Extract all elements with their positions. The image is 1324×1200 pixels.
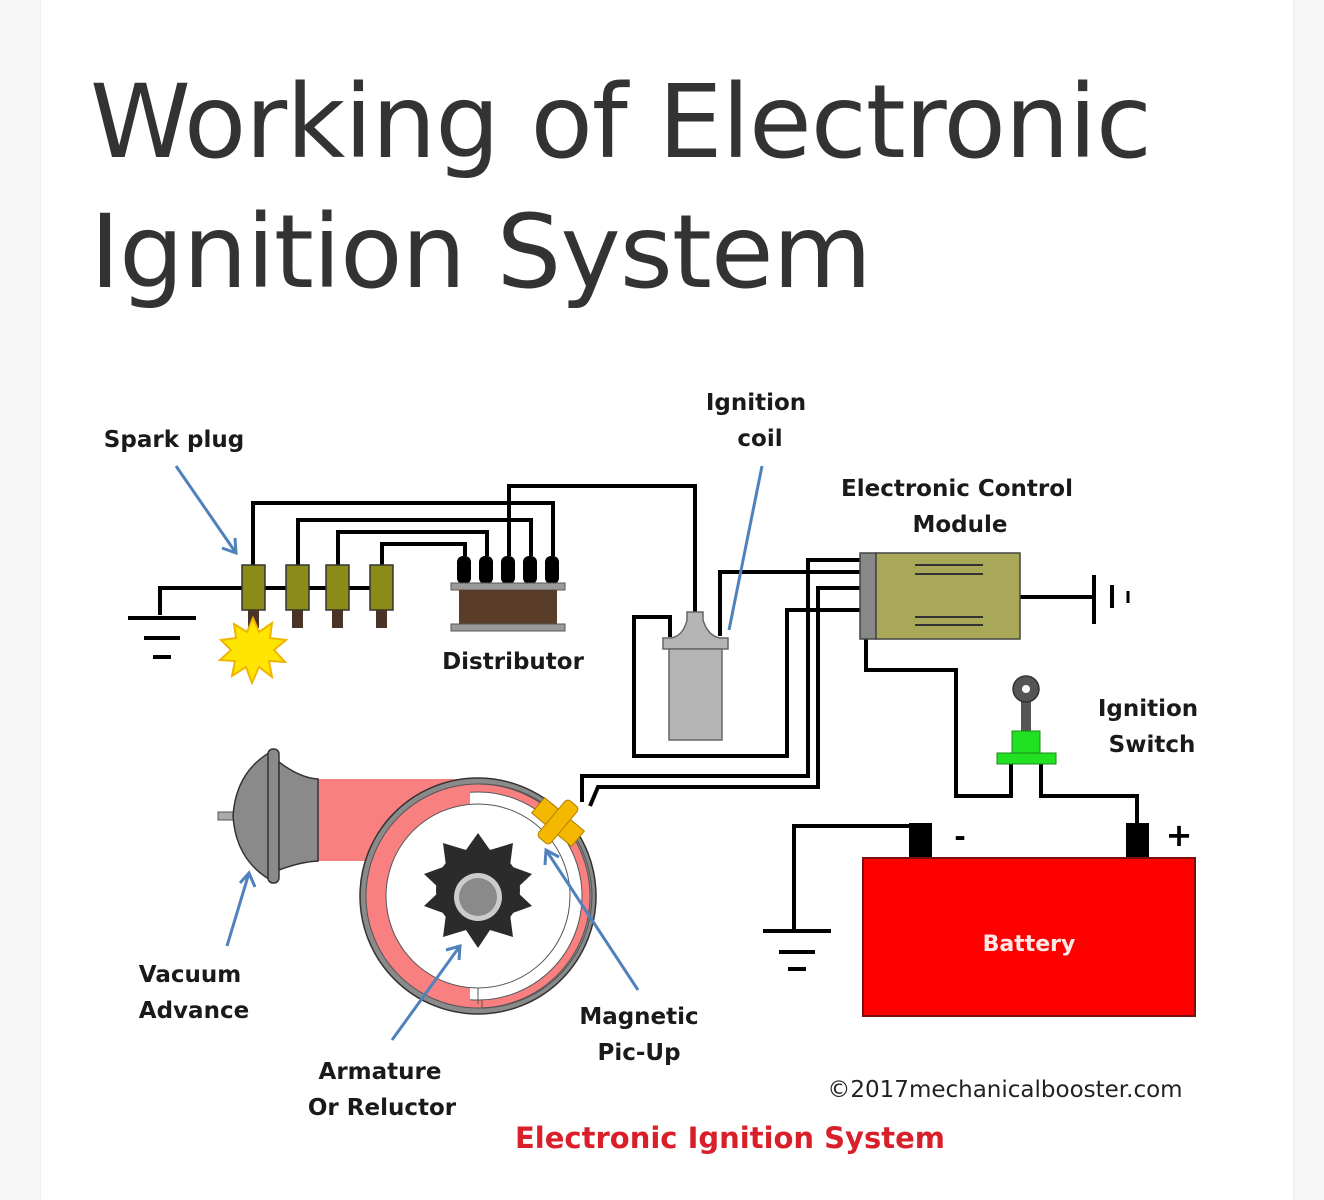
coil-primary-wire-1 bbox=[632, 608, 860, 758]
arrow-vacuum-advance bbox=[225, 870, 257, 947]
label-ecm-line1: Electronic Control bbox=[841, 476, 1073, 502]
label-vacuum-advance-line2: Advance bbox=[139, 998, 249, 1024]
label-ignition-coil-line1: Ignition bbox=[706, 390, 806, 416]
spark-plug-2 bbox=[285, 564, 310, 628]
title-line-1: Working of Electronic bbox=[90, 63, 1152, 182]
spark-plugs bbox=[241, 564, 394, 628]
pickup-wire-2 bbox=[588, 586, 860, 807]
diagram-caption: Electronic Ignition System bbox=[515, 1121, 945, 1155]
label-armature-line2: Or Reluctor bbox=[308, 1095, 457, 1121]
wires bbox=[158, 484, 1139, 930]
label-magnetic-pickup-line1: Magnetic bbox=[579, 1004, 698, 1030]
label-ignition-coil-line2: coil bbox=[737, 426, 782, 452]
magnetic-pickup bbox=[530, 796, 586, 848]
ignition-coil bbox=[662, 611, 729, 741]
spark-icon bbox=[217, 615, 289, 686]
label-magnetic-pickup-line2: Pic-Up bbox=[597, 1040, 680, 1066]
spark-plug-3 bbox=[325, 564, 350, 628]
spark-plug-ground-wire bbox=[158, 586, 390, 615]
title-line-2: Ignition System bbox=[90, 193, 872, 312]
battery bbox=[862, 823, 1196, 1017]
arrow-ignition-coil bbox=[727, 465, 764, 631]
coil-ht-lead bbox=[507, 484, 697, 612]
battery-positive-sign: + bbox=[1166, 816, 1193, 854]
plug-lead-4 bbox=[380, 542, 467, 566]
label-ecm-line2: Module bbox=[912, 512, 1007, 538]
battery-label: Battery bbox=[983, 932, 1076, 957]
plug-lead-1 bbox=[251, 501, 555, 566]
distributor-cap bbox=[450, 556, 566, 632]
coil-primary-wire-2 bbox=[718, 570, 860, 636]
ecm-to-switch-wire bbox=[864, 638, 1013, 798]
ground-symbol-battery bbox=[763, 929, 831, 971]
label-ignition-switch-line1: Ignition bbox=[1098, 696, 1198, 722]
armature-reluctor bbox=[424, 833, 532, 948]
page-title: Working of Electronic Ignition System bbox=[90, 58, 1290, 318]
plug-lead-2 bbox=[296, 518, 533, 566]
electronic-control-module bbox=[859, 552, 1021, 640]
battery-ground-wire bbox=[792, 824, 920, 930]
arrow-spark-plug bbox=[174, 465, 238, 556]
arrow-armature bbox=[390, 943, 462, 1041]
arrow-magnetic-pickup bbox=[543, 847, 640, 991]
battery-negative-sign: - bbox=[954, 820, 966, 853]
pointer-arrows bbox=[174, 465, 764, 1041]
label-distributor: Distributor bbox=[442, 649, 585, 675]
switch-to-battery-wire bbox=[1039, 760, 1139, 826]
ground-symbol-left bbox=[128, 616, 196, 659]
pickup-wire-1 bbox=[580, 558, 860, 802]
ground-symbol-ecm bbox=[1092, 575, 1130, 624]
ignition-switch bbox=[996, 675, 1057, 765]
label-vacuum-advance-line1: Vacuum bbox=[139, 962, 241, 988]
plug-lead-3 bbox=[336, 530, 489, 566]
spark-plug-4 bbox=[369, 564, 394, 628]
copyright-credit: ©2017mechanicalbooster.com bbox=[827, 1077, 1182, 1103]
label-ignition-switch-line2: Switch bbox=[1109, 732, 1196, 758]
label-spark-plug: Spark plug bbox=[104, 427, 244, 453]
label-armature-line1: Armature bbox=[319, 1059, 442, 1085]
